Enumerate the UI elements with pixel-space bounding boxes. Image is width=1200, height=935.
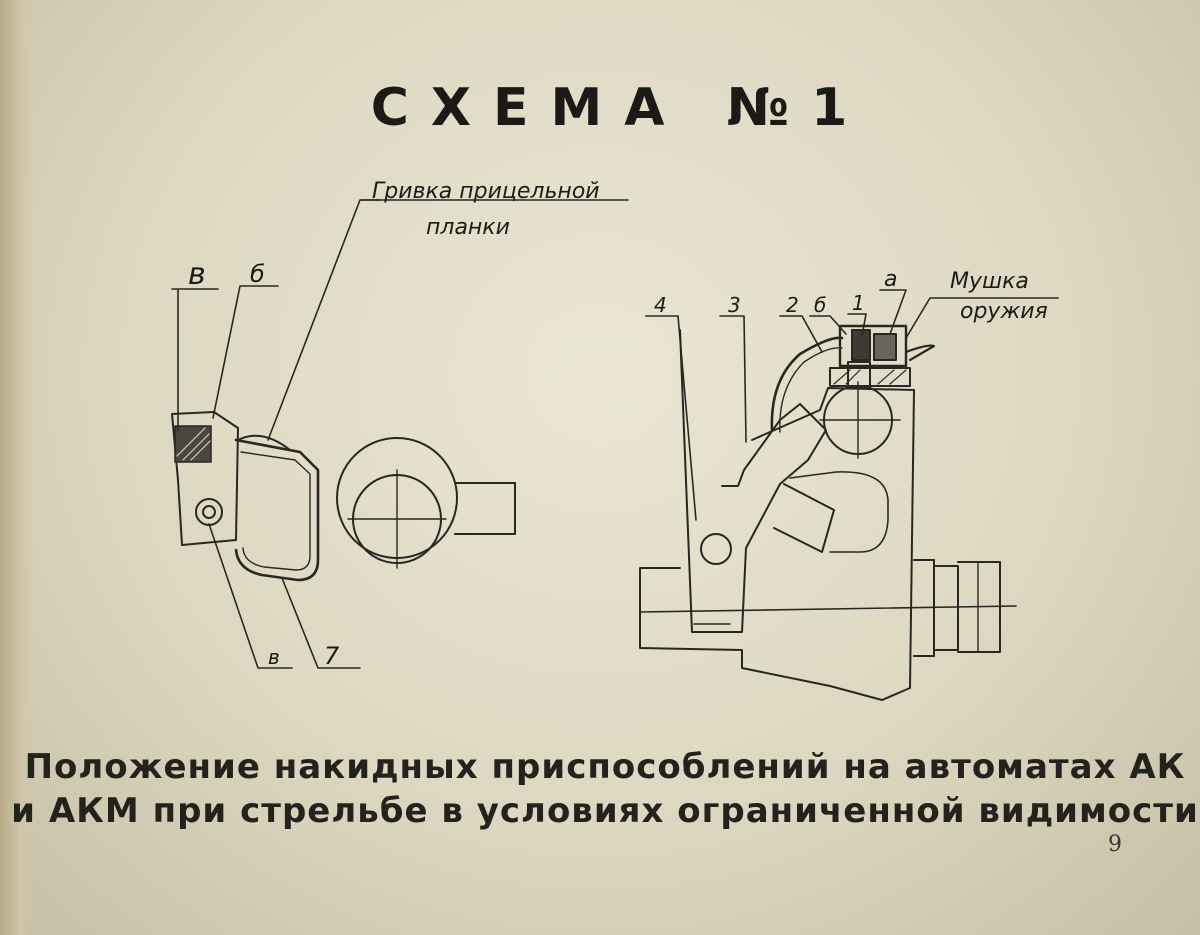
left-callout-line1: Гривка прицельной <box>372 179 600 204</box>
lever-hole <box>700 533 732 565</box>
leader-six <box>212 285 279 419</box>
label-four: 4 <box>654 293 667 317</box>
front-sight-post <box>847 361 871 389</box>
luminous-dot-b <box>851 329 871 361</box>
leader-seven <box>281 577 361 669</box>
caption-line-2: и АКМ при стрельбе в условиях ограниченн… <box>11 791 1199 831</box>
label-v-top: в <box>188 257 206 292</box>
luminous-insert <box>174 425 212 463</box>
leader-callout-right <box>905 297 1059 339</box>
bore-centerline <box>639 605 1017 613</box>
ring-2 <box>933 565 959 651</box>
spring-clip-inner <box>240 451 311 571</box>
figure-caption: Положение накидных приспособлений на авт… <box>0 745 1200 833</box>
leader-callout <box>267 199 381 441</box>
caption-line-1: Положение накидных приспособлений на авт… <box>24 747 1186 787</box>
leader-four <box>645 315 697 521</box>
leader-v-bottom <box>208 523 293 669</box>
front-sight-hood <box>838 324 908 368</box>
attachment-lever <box>679 329 827 633</box>
label-three: 3 <box>728 293 741 317</box>
leader-three <box>719 315 747 443</box>
page-binding-edge <box>0 0 34 935</box>
sight-notch-arc <box>237 434 291 451</box>
right-callout-line1: Мушка <box>950 269 1029 294</box>
spring-wire <box>770 336 844 432</box>
left-sight-figure <box>171 199 629 669</box>
screw-center <box>202 505 216 519</box>
label-two: 2 <box>786 293 799 317</box>
left-callout-line2: планки <box>426 215 510 240</box>
page-number: 9 <box>1108 832 1122 857</box>
barrel-stub <box>454 482 516 535</box>
leader-two <box>779 315 823 353</box>
leader-one <box>847 313 867 337</box>
label-v-bottom: в <box>268 645 280 669</box>
scheme-title: СХЕМА №1 <box>370 78 870 138</box>
spring-clip <box>234 438 320 582</box>
right-sight-figure <box>639 289 1059 701</box>
right-callout-line2: оружия <box>960 299 1048 324</box>
luminous-dot-a <box>873 333 897 361</box>
label-seven: 7 <box>324 642 340 670</box>
label-one: 1 <box>852 291 865 315</box>
label-b: б <box>814 293 826 317</box>
label-six: б <box>250 260 265 288</box>
ring-3 <box>957 561 1001 653</box>
front-sight-base <box>639 387 915 701</box>
label-a: а <box>884 267 897 292</box>
screw-head <box>195 498 223 526</box>
guide-slot <box>773 483 835 553</box>
leader-b <box>809 315 847 335</box>
ring-1 <box>913 559 935 657</box>
leader-a <box>879 289 907 335</box>
